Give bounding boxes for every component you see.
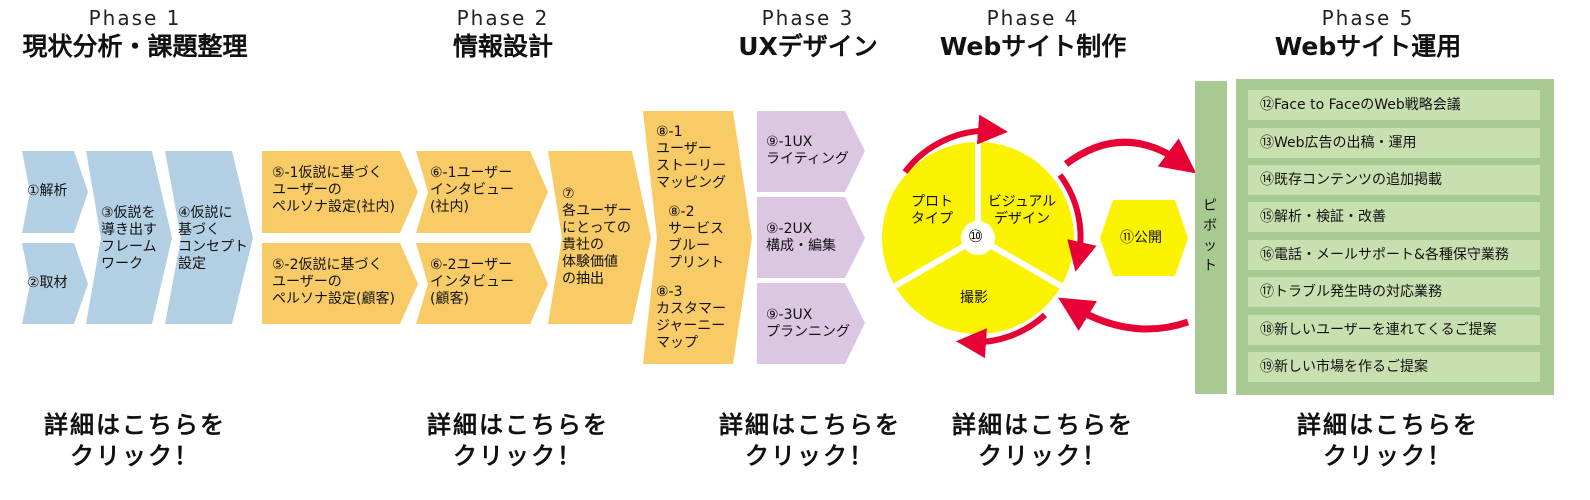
- step-3-label: ③仮説を 導き出す フレーム ワーク: [101, 205, 157, 272]
- operation-item[interactable]: ⑯電話・メールサポート&各種保守業務: [1248, 240, 1540, 270]
- step-2-label: ②取材: [27, 275, 68, 291]
- step-2-interview-shape[interactable]: [22, 243, 88, 324]
- cycle-arrow-right: [1057, 173, 1097, 272]
- phase-5-number: Phase 5: [1321, 6, 1415, 30]
- step-6-2-label: ⑥-2ユーザー インタビュー (顧客): [430, 257, 514, 307]
- phase-3-title: UXデザイン: [738, 32, 878, 61]
- step-6-1-label: ⑥-1ユーザー インタビュー (社内): [430, 165, 514, 215]
- phase-3-number: Phase 3: [761, 6, 855, 30]
- step-5-2-shape[interactable]: [262, 243, 418, 324]
- prototype-label: プロト タイプ: [911, 194, 953, 227]
- step-9-2-label: ⑨-2UX 構成・編集: [766, 221, 836, 254]
- phase-5-header: Phase 5 Webサイト運用: [1253, 6, 1483, 64]
- step-5-1-shape[interactable]: [262, 151, 418, 233]
- step-9-2-shape[interactable]: [757, 197, 865, 278]
- phase-1-header: Phase 1 現状分析・課題整理: [0, 6, 270, 64]
- step-8-2-label: ⑧-2 サービス ブルー プリント: [668, 204, 724, 271]
- phase-5-details-link[interactable]: 詳細はこちらを クリック！: [1297, 411, 1479, 470]
- phase-2-header: Phase 2 情報設計: [403, 6, 603, 64]
- flow-arrow-from-pivot: [1058, 297, 1190, 333]
- operations-panel: [1236, 79, 1554, 395]
- pivot-box[interactable]: [1195, 81, 1227, 394]
- publish-label: ⑪公開: [1120, 230, 1162, 246]
- cycle-arrow-bottom: [956, 312, 1048, 359]
- step-5-1-label: ⑤-1仮説に基づく ユーザーの ペルソナ設定(社内): [272, 165, 395, 215]
- operation-item[interactable]: ⑫Face to FaceのWeb戦略会議: [1248, 90, 1540, 120]
- step-1-label: ①解析: [27, 183, 68, 199]
- phase-2-details-link[interactable]: 詳細はこちらを クリック！: [427, 411, 609, 470]
- step-9-3-label: ⑨-3UX プランニング: [766, 307, 850, 340]
- phase-3-header: Phase 3 UXデザイン: [708, 6, 908, 64]
- phase-4-title: Webサイト制作: [939, 32, 1127, 61]
- step-6-1-shape[interactable]: [416, 151, 548, 233]
- step-8-shape[interactable]: [643, 111, 752, 364]
- publish-shape[interactable]: [1100, 200, 1188, 276]
- step-3-framework-shape[interactable]: [86, 151, 172, 324]
- cycle-center: [961, 221, 995, 255]
- photography-label: 撮影: [960, 290, 988, 306]
- flow-arrow-to-pivot: [1063, 138, 1197, 174]
- operation-item[interactable]: ⑲新しい市場を作るご提案: [1248, 352, 1540, 382]
- operation-item[interactable]: ⑱新しいユーザーを連れてくるご提案: [1248, 315, 1540, 345]
- phase-4-details-link[interactable]: 詳細はこちらを クリック！: [952, 411, 1134, 470]
- phase-4-header: Phase 4 Webサイト制作: [918, 6, 1148, 64]
- phase-4-number: Phase 4: [986, 6, 1080, 30]
- phase-1-details-link[interactable]: 詳細はこちらを クリック！: [44, 411, 226, 470]
- step-6-2-shape[interactable]: [416, 243, 548, 324]
- pivot-label: ピ ボ ッ ト: [1203, 198, 1217, 274]
- step-7-shape[interactable]: [548, 151, 651, 324]
- cycle-arrow-top: [902, 114, 1008, 174]
- step-4-label: ④仮説に 基づく コンセプト 設定: [178, 205, 248, 272]
- phase-1-title: 現状分析・課題整理: [22, 32, 248, 61]
- cycle-center-label: ⑩: [968, 227, 984, 247]
- step-9-1-shape[interactable]: [757, 111, 865, 192]
- step-7-label: ⑦ 各ユーザー にとっての 貴社の 体験価値 の抽出: [562, 186, 632, 287]
- step-5-2-label: ⑤-2仮説に基づく ユーザーの ペルソナ設定(顧客): [272, 257, 395, 307]
- step-8-3-label: ⑧-3 カスタマー ジャーニー マップ: [656, 284, 726, 351]
- phase-1-number: Phase 1: [88, 6, 182, 30]
- phase-2-title: 情報設計: [452, 32, 553, 61]
- step-4-concept-shape[interactable]: [165, 151, 253, 324]
- step-9-1-label: ⑨-1UX ライティング: [766, 134, 849, 167]
- step-9-3-shape[interactable]: [757, 283, 865, 364]
- phase-5-title: Webサイト運用: [1274, 32, 1462, 61]
- phase-3-details-link[interactable]: 詳細はこちらを クリック！: [719, 411, 901, 470]
- step-1-analysis-shape[interactable]: [22, 151, 88, 233]
- operation-item[interactable]: ⑮解析・検証・改善: [1248, 202, 1540, 232]
- operation-item[interactable]: ⑭既存コンテンツの追加掲載: [1248, 165, 1540, 195]
- step-8-1-label: ⑧-1 ユーザー ストーリー マッピング: [656, 124, 726, 191]
- operation-item[interactable]: ⑰トラブル発生時の対応業務: [1248, 277, 1540, 307]
- phase-2-number: Phase 2: [456, 6, 550, 30]
- visual-design-label: ビジュアル デザイン: [987, 194, 1057, 227]
- operation-item[interactable]: ⑬Web広告の出稿・運用: [1248, 128, 1540, 158]
